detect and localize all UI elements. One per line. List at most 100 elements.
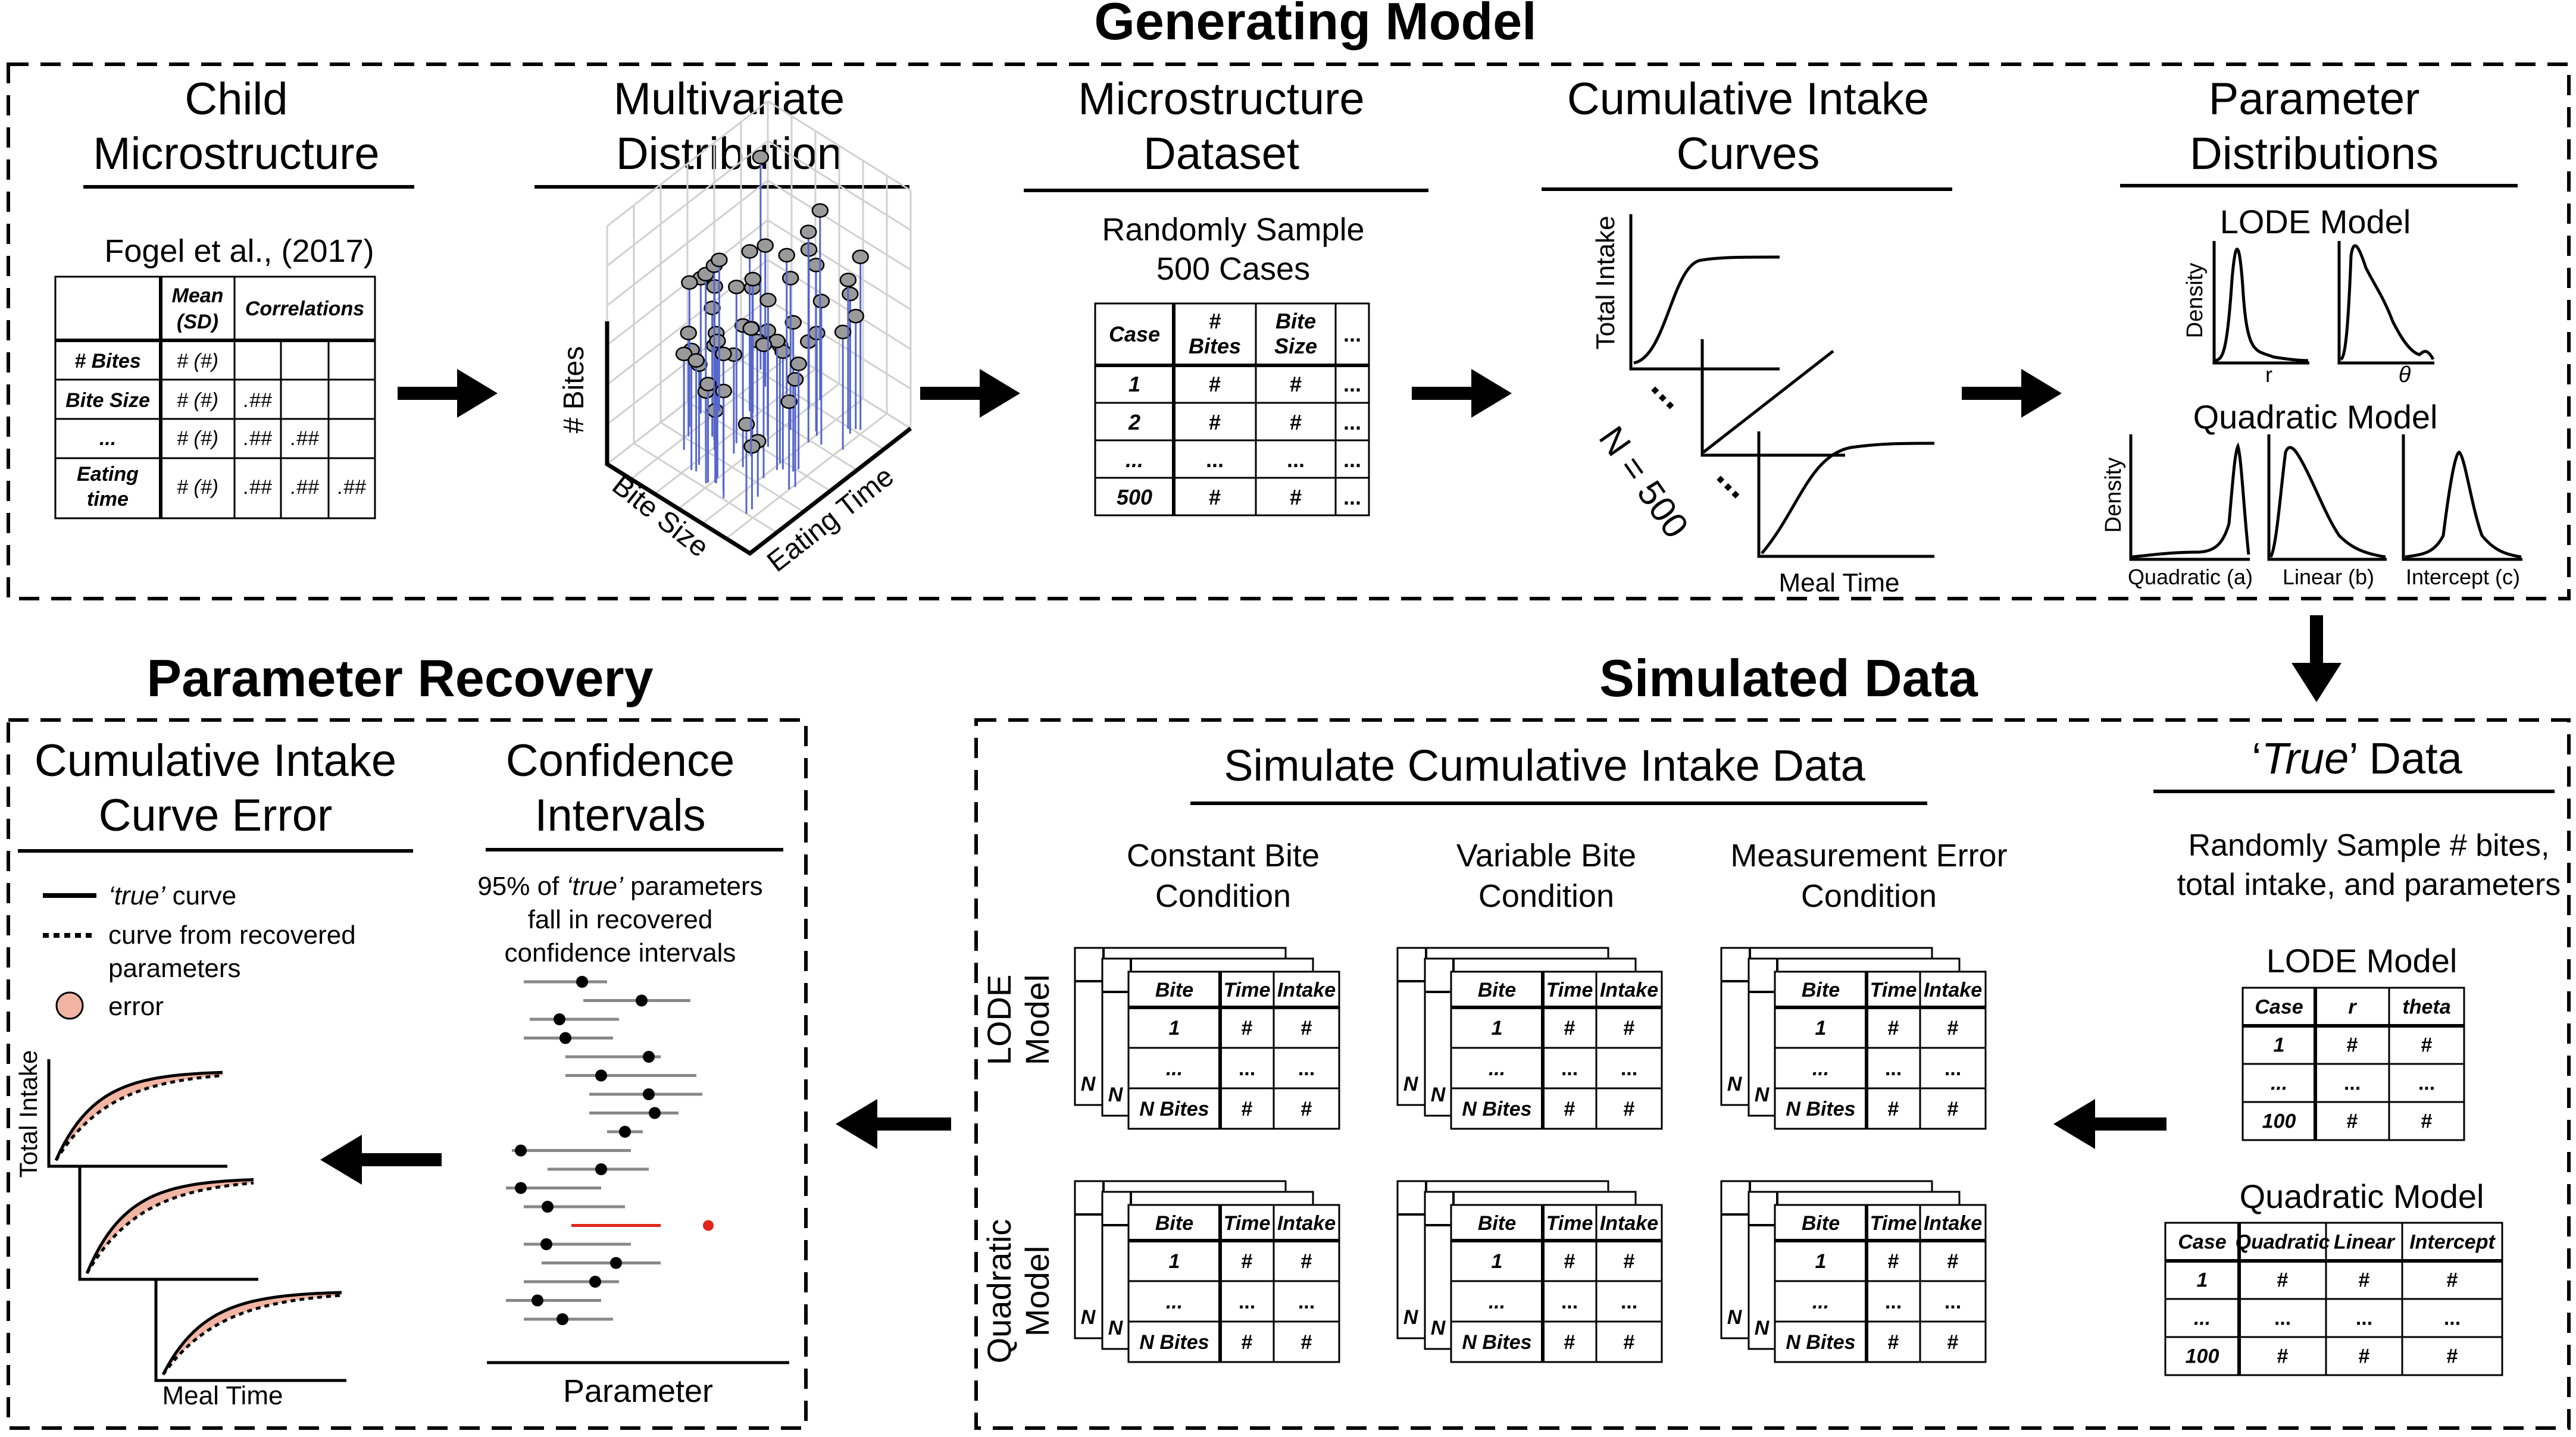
table-header: Bite: [1802, 1212, 1840, 1235]
table-cell: ...: [2444, 1307, 2461, 1330]
table-cell: 100: [2262, 1110, 2296, 1133]
error-area: [56, 1072, 223, 1160]
condition-label: Condition: [1478, 878, 1614, 914]
panel-description: fall in recovered: [528, 905, 713, 934]
error-curves: [47, 1059, 346, 1382]
table-cell: N: [1431, 1317, 1446, 1339]
table-cell: ...: [2271, 1072, 2287, 1095]
table-cell: #: [1888, 1250, 1899, 1273]
curve-axes: [78, 1166, 258, 1281]
panel-description: Randomly Sample # bites,: [2189, 828, 2550, 863]
axis-label-linear: Linear (b): [2283, 565, 2374, 589]
arrow-dataset-to-curves: [1412, 369, 1512, 418]
axis-label-total-intake: Total Intake: [1591, 215, 1620, 349]
data-point: [778, 248, 795, 263]
data-point: [681, 275, 698, 290]
table-cell: ...: [2418, 1072, 2435, 1095]
microstructure-dataset-panel: Microstructure Dataset Randomly Sample 5…: [1024, 74, 1428, 516]
table-header: #: [1209, 309, 1221, 333]
legend-label-recovered: curve from recovered: [108, 921, 356, 950]
ci-true-value: [557, 1313, 568, 1325]
table-cell: ...: [1166, 1291, 1183, 1313]
data-point: [711, 252, 728, 268]
table-cell: N Bites: [1139, 1331, 1209, 1354]
table-row-label: Eating: [77, 463, 139, 486]
section-title-parameter-recovery: Parameter Recovery: [146, 649, 653, 707]
data-point: [742, 321, 760, 336]
table-cell: ...: [1298, 1291, 1315, 1313]
table-cell: #: [1624, 1098, 1635, 1120]
table-header: Bite: [1478, 979, 1516, 1001]
condition-label: Condition: [1155, 878, 1291, 914]
panel-title: Cumulative Intake: [35, 735, 396, 786]
n-label: N = 500: [1592, 419, 1696, 545]
table-header: Bite: [1155, 979, 1193, 1001]
error-area: [163, 1292, 342, 1375]
table-cell: N: [1081, 1073, 1096, 1095]
data-points: [675, 149, 869, 514]
table-cell: 1: [1128, 372, 1140, 396]
table-cell: N Bites: [1462, 1331, 1531, 1354]
table-cell: #: [1564, 1250, 1575, 1273]
data-point: [784, 315, 802, 330]
panel-title: Cumulative Intake: [1567, 74, 1929, 124]
table-cell: ...: [1885, 1057, 1902, 1080]
axis-label-quadratic: Quadratic (a): [2128, 565, 2253, 589]
front-card: [1450, 1204, 1663, 1363]
cumulative-intake-curves-panel: Cumulative Intake Curves Total Intake ..…: [1542, 74, 1952, 597]
dataset-table-rows: 1##...2##...............500##...: [1117, 372, 1361, 509]
panel-description: total intake, and parameters: [2177, 868, 2561, 902]
arrow-confidence-to-error: [320, 1135, 442, 1185]
panel-title: Child: [185, 74, 287, 124]
table-cell: #: [1301, 1331, 1312, 1354]
true-data-panel: ‘True’ Data Randomly Sample # bites, tot…: [2153, 734, 2561, 1376]
table-cell: ...: [1561, 1057, 1578, 1080]
front-card: [1774, 1204, 1987, 1363]
panel-title: Curves: [1677, 129, 1820, 179]
confidence-interval-plot: [506, 976, 714, 1325]
flow-arrows: [320, 369, 2341, 1185]
data-point: [706, 403, 724, 418]
true-curve: [54, 1070, 223, 1162]
table-cell: #: [1564, 1017, 1575, 1040]
table-cell: #: [1624, 1250, 1635, 1273]
table-cell: # (#): [177, 427, 218, 450]
table-cell: ...: [1206, 447, 1224, 472]
ellipsis: ...: [1709, 453, 1762, 506]
table-cell: 1: [1492, 1017, 1503, 1040]
ci-true-value: [515, 1144, 527, 1157]
table-cell: #: [1209, 372, 1221, 396]
recovered-curve: [85, 1181, 254, 1275]
ci-true-value: [703, 1220, 714, 1231]
table-cell: ...: [1126, 447, 1143, 472]
table-header: Bite: [1155, 1212, 1193, 1235]
curve-error-panel: Cumulative Intake Curve Error ‘true’ cur…: [14, 735, 413, 1410]
axis-label-meal-time: Meal Time: [1779, 568, 1900, 597]
table-cell: N: [1403, 1073, 1419, 1095]
table-cell: N Bites: [1462, 1098, 1531, 1120]
true-curve: [161, 1291, 342, 1376]
table-cell: ...: [1621, 1291, 1637, 1313]
ci-true-value: [559, 1032, 571, 1044]
table-cell: #: [2447, 1269, 2458, 1292]
table-header: (SD): [177, 311, 218, 333]
table-cell: #: [1947, 1331, 1959, 1354]
legend-label-recovered: parameters: [108, 954, 241, 983]
axis-label-bites: # Bites: [558, 346, 590, 434]
table-cell: ...: [1239, 1057, 1255, 1080]
curve-axes: [47, 1059, 227, 1168]
table-header: Bite: [1802, 979, 1840, 1001]
table-header: r: [2348, 996, 2357, 1019]
ci-true-value: [595, 1163, 607, 1175]
table-cell: N: [1755, 1084, 1770, 1106]
table-cell: #: [1947, 1098, 1959, 1120]
data-point: [680, 325, 697, 340]
correlation-table: [54, 275, 376, 519]
table-header: Time: [1870, 1212, 1917, 1235]
table-row-label: ...: [99, 427, 116, 450]
table-cell: 1: [1815, 1017, 1827, 1040]
table-cell: #: [1888, 1017, 1899, 1040]
panel-subtitle: Randomly Sample: [1102, 212, 1364, 248]
table-cell: ...: [2274, 1307, 2291, 1330]
